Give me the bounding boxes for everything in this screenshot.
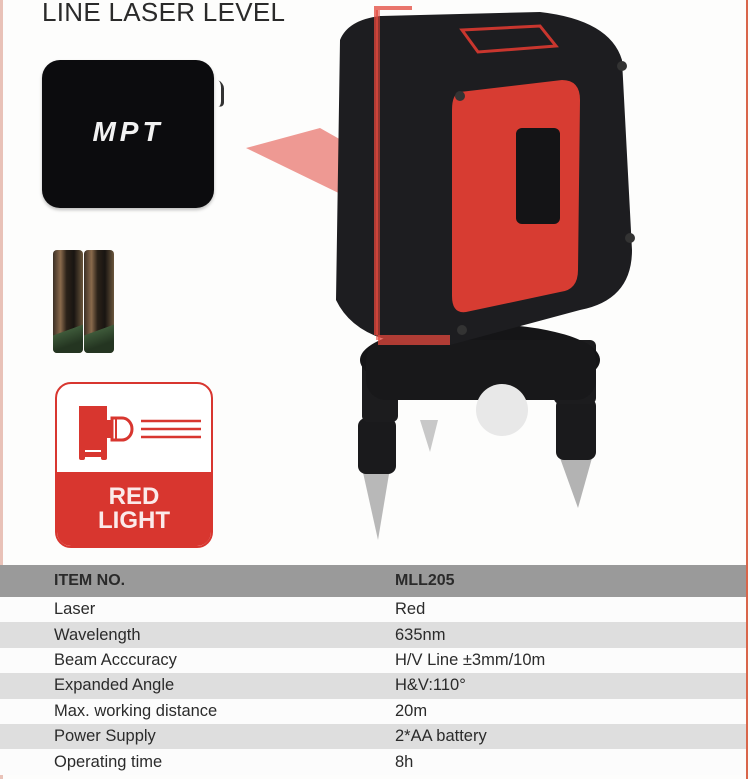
case-logo: MPT: [92, 116, 164, 147]
table-header-row: ITEM NO. MLL205: [0, 565, 746, 597]
table-row: Expanded Angle H&V:110°: [0, 673, 746, 699]
battery: [53, 250, 83, 353]
aa-batteries-icon: [53, 250, 115, 353]
badge-label: RED LIGHT: [57, 472, 211, 546]
laser-projector-icon: [79, 406, 201, 460]
table-row: Wavelength 635nm: [0, 622, 746, 648]
item-no-label: ITEM NO.: [54, 572, 126, 589]
spec-label: Laser: [54, 600, 96, 619]
badge-line-2: LIGHT: [98, 507, 170, 534]
table-row: Operating time 8h: [0, 749, 746, 775]
spec-label: Beam Acccuracy: [54, 650, 177, 669]
specs-table: ITEM NO. MLL205 Laser Red Wavelength 635…: [0, 565, 746, 775]
battery: [84, 250, 114, 353]
right-border: [746, 0, 748, 779]
table-row: Power Supply 2*AA battery: [0, 723, 746, 750]
spec-value: 8h: [395, 752, 414, 771]
table-row: Max. working distance 20m: [0, 698, 746, 724]
red-light-badge: RED LIGHT: [55, 382, 213, 548]
spec-value: H&V:110°: [395, 676, 466, 695]
carry-case-icon: MPT: [42, 60, 224, 208]
spec-value: H/V Line ±3mm/10m: [395, 650, 546, 669]
spec-label: Power Supply: [54, 727, 156, 746]
spec-value: 20m: [395, 701, 428, 720]
spec-label: Expanded Angle: [54, 676, 175, 695]
spec-label: Max. working distance: [54, 701, 218, 720]
item-no-value: MLL205: [395, 572, 455, 589]
spec-value: 2*AA battery: [395, 727, 487, 746]
spec-label: Wavelength: [54, 625, 141, 644]
table-row: Beam Acccuracy H/V Line ±3mm/10m: [0, 647, 746, 674]
laser-level-product-image: [246, 6, 635, 540]
spec-value: 635nm: [395, 625, 446, 644]
badge-line-1: RED: [108, 483, 160, 510]
spec-label: Operating time: [54, 752, 163, 771]
left-border: [0, 0, 3, 779]
page-title: LINE LASER LEVEL: [42, 0, 286, 27]
table-row: Laser Red: [0, 597, 746, 623]
zipper-pull: [211, 77, 224, 109]
spec-value: Red: [395, 600, 426, 619]
